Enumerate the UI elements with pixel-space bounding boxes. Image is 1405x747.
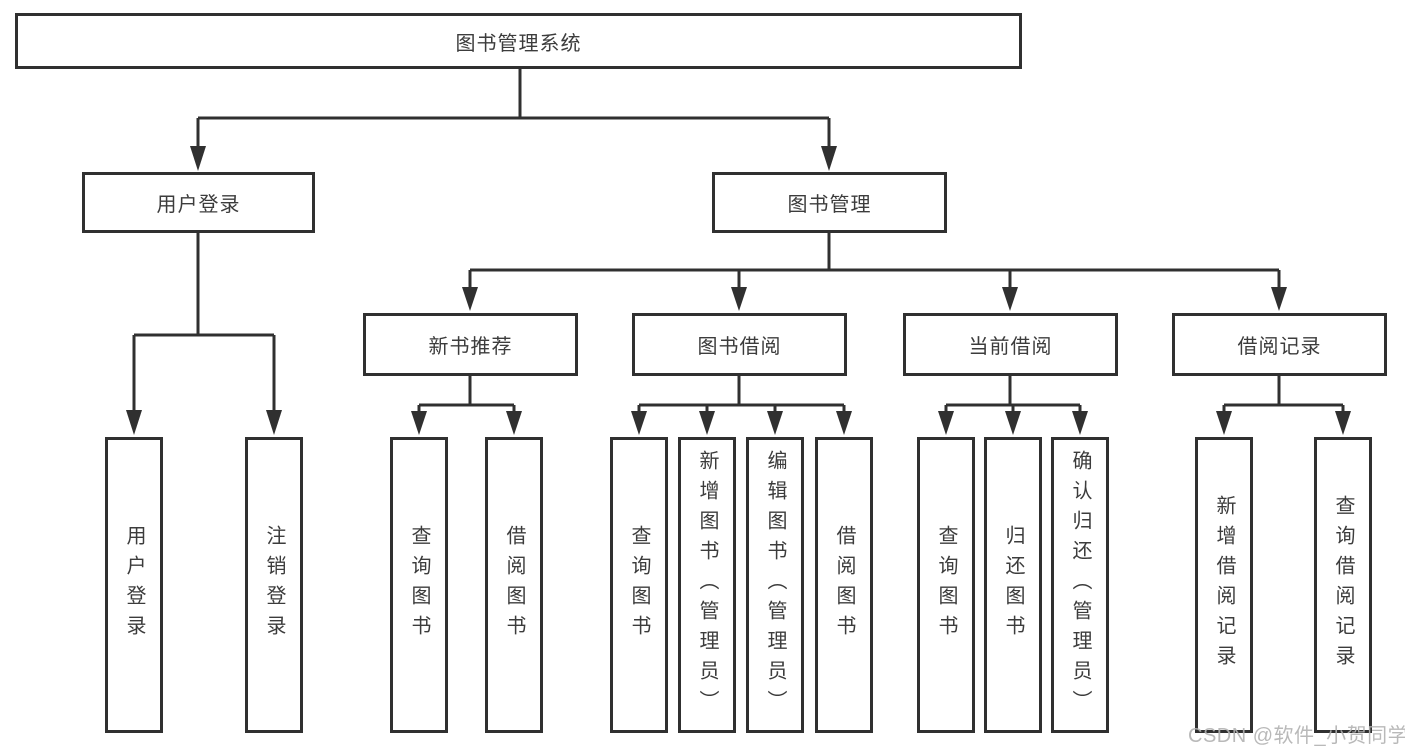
node-label: 图书管理 xyxy=(787,194,872,216)
node-label: 查询图书 xyxy=(628,525,650,645)
node-label: 用户登录 xyxy=(123,525,145,645)
node-label: 编辑图书（管理员） xyxy=(764,450,786,720)
leaf-query-books-borrow: 查询图书 xyxy=(610,437,668,733)
node-borrow-records: 借阅记录 xyxy=(1172,313,1387,376)
leaf-borrow-books: 借阅图书 xyxy=(815,437,873,733)
leaf-confirm-return-admin: 确认归还（管理员） xyxy=(1051,437,1109,733)
node-label: 借阅记录 xyxy=(1237,336,1322,358)
connector-book-borrow-split xyxy=(637,376,846,414)
node-book-management: 图书管理 xyxy=(712,172,947,233)
node-user-login: 用户登录 xyxy=(82,172,315,233)
connector-current-borrow-split xyxy=(944,376,1082,414)
node-label: 用户登录 xyxy=(156,194,241,216)
leaf-logout: 注销登录 xyxy=(245,437,303,733)
leaf-edit-books-admin: 编辑图书（管理员） xyxy=(746,437,804,733)
watermark: CSDN @软件_小贺同学 xyxy=(1188,725,1405,747)
leaf-query-borrow-record: 查询借阅记录 xyxy=(1314,437,1372,733)
node-label: 借阅图书 xyxy=(833,525,855,645)
leaf-user-login: 用户登录 xyxy=(105,437,163,733)
node-label: 新书推荐 xyxy=(428,336,513,358)
leaf-return-books: 归还图书 xyxy=(984,437,1042,733)
node-label: 注销登录 xyxy=(263,525,285,645)
connector-new-book-split xyxy=(417,376,516,414)
connector-user-login-split xyxy=(132,233,276,412)
arrowheads-level2 xyxy=(190,146,837,171)
connector-borrow-records-split xyxy=(1222,376,1345,414)
node-label: 查询借阅记录 xyxy=(1332,495,1354,675)
node-label: 借阅图书 xyxy=(503,525,525,645)
node-label: 查询图书 xyxy=(408,525,430,645)
node-new-book-recommend: 新书推荐 xyxy=(363,313,578,376)
connector-book-management-split xyxy=(468,233,1281,290)
node-current-borrow: 当前借阅 xyxy=(903,313,1118,376)
connector-root-split xyxy=(196,68,831,150)
arrowheads-level3 xyxy=(462,287,1287,311)
node-label: 确认归还（管理员） xyxy=(1069,450,1091,720)
leaf-query-books-current: 查询图书 xyxy=(917,437,975,733)
node-label: 图书管理系统 xyxy=(455,32,582,55)
node-label: 图书借阅 xyxy=(697,336,782,358)
arrowheads-user-login xyxy=(126,410,282,435)
node-label: 归还图书 xyxy=(1002,525,1024,645)
leaf-query-books-recommend: 查询图书 xyxy=(390,437,448,733)
node-label: 查询图书 xyxy=(935,525,957,645)
node-label: 新增图书（管理员） xyxy=(696,450,718,720)
arrowheads-level4 xyxy=(411,411,1351,435)
leaf-add-books-admin: 新增图书（管理员） xyxy=(678,437,736,733)
node-system-root: 图书管理系统 xyxy=(15,13,1022,69)
node-book-borrow: 图书借阅 xyxy=(632,313,847,376)
leaf-borrow-books-recommend: 借阅图书 xyxy=(485,437,543,733)
leaf-add-borrow-record: 新增借阅记录 xyxy=(1195,437,1253,733)
node-label: 当前借阅 xyxy=(968,336,1053,358)
node-label: 新增借阅记录 xyxy=(1213,495,1235,675)
